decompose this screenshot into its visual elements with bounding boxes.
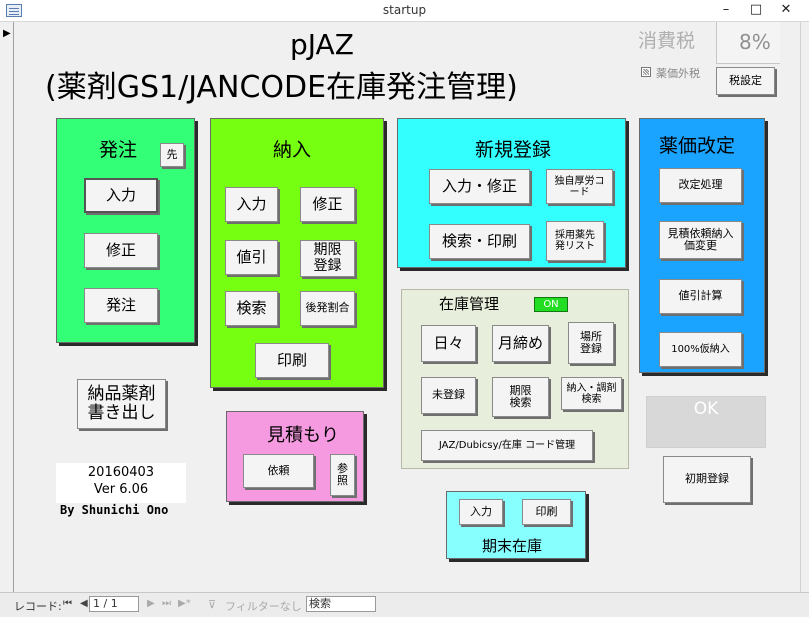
close-button[interactable]: ✕ (780, 2, 792, 17)
title-bar: startup – □ ✕ (0, 0, 809, 22)
tax-exclusive-label: 薬価外税 (656, 67, 700, 80)
estimate-request-button[interactable]: 依頼 (243, 454, 314, 488)
export-delivered-drugs-button[interactable]: 納品薬剤書き出し (77, 379, 166, 429)
maximize-button[interactable]: □ (749, 2, 763, 17)
app-form-icon[interactable] (6, 4, 22, 17)
estimate-request-price-change-button[interactable]: 見積依頼納入価変更 (659, 221, 742, 259)
order-submit-button[interactable]: 発注 (84, 288, 158, 323)
new-record-icon[interactable]: ▶* (178, 598, 191, 609)
order-panel-title: 発注 (99, 139, 138, 161)
search-input[interactable]: 検索 (306, 596, 376, 612)
first-record-icon[interactable]: ⏮ (63, 598, 72, 609)
inventory-location-register-button[interactable]: 場所登録 (568, 322, 614, 364)
delivery-search-button[interactable]: 検索 (225, 291, 278, 326)
version-box: 20160403 Ver 6.06 (56, 463, 186, 503)
version-number: Ver 6.06 (93, 482, 149, 497)
discount-calc-button[interactable]: 値引計算 (659, 279, 742, 314)
inventory-panel-title: 在庫管理 (439, 295, 500, 313)
filter-status-label[interactable]: フィルターなし (225, 600, 302, 613)
price-revision-panel-title: 薬価改定 (659, 135, 736, 157)
record-selector-arrow-icon: ▶ (3, 28, 11, 39)
vertical-scrollbar[interactable] (800, 22, 809, 592)
period-end-print-button[interactable]: 印刷 (522, 499, 571, 525)
delivery-input-button[interactable]: 入力 (225, 187, 278, 222)
window-title: startup (382, 3, 427, 17)
registration-adopted-brand-list-button[interactable]: 採用薬先発リスト (546, 221, 604, 261)
order-edit-button[interactable]: 修正 (84, 233, 158, 268)
author-label: By Shunichi Ono (60, 503, 169, 517)
inventory-month-close-button[interactable]: 月締め (492, 325, 549, 362)
delivery-expiry-button[interactable]: 期限登録 (300, 240, 355, 277)
order-saki-button[interactable]: 先 (160, 143, 184, 167)
tax-rate-value: 8% (739, 30, 771, 54)
inventory-on-badge: ON (534, 297, 568, 312)
previous-record-icon[interactable]: ◀ (80, 598, 88, 609)
inventory-daily-button[interactable]: 日々 (421, 325, 476, 362)
provisional-delivery-button[interactable]: 100%仮納入 (659, 332, 742, 367)
estimate-panel-title: 見積もり (267, 425, 339, 446)
inventory-unregistered-button[interactable]: 未登録 (421, 377, 476, 414)
order-input-button[interactable]: 入力 (84, 178, 158, 213)
tax-rate-field[interactable]: 8% (716, 22, 780, 64)
inventory-expiry-search-button[interactable]: 期限検索 (492, 377, 549, 417)
version-date: 20160403 (87, 465, 155, 480)
tax-exclusive-checkbox[interactable] (641, 67, 651, 77)
delivery-discount-button[interactable]: 値引 (225, 240, 278, 275)
period-end-input-button[interactable]: 入力 (459, 499, 503, 525)
record-label: レコード: (14, 600, 62, 613)
estimate-reference-button[interactable]: 参照 (330, 454, 355, 496)
app-title: pJAZ (290, 28, 354, 61)
delivery-print-button[interactable]: 印刷 (255, 343, 329, 378)
initial-register-button[interactable]: 初期登録 (663, 456, 751, 503)
period-end-panel-title: 期末在庫 (482, 537, 543, 555)
tax-label: 消費税 (638, 30, 696, 52)
inventory-code-management-button[interactable]: JAZ/Dubicsy/在庫 コード管理 (421, 430, 593, 461)
record-number-input[interactable]: 1 / 1 (89, 596, 139, 612)
record-navigation-bar: レコード: ⏮ ◀ 1 / 1 ▶ ⏭ ▶* ⊽ フィルターなし 検索 (0, 592, 809, 617)
registration-panel-title: 新規登録 (475, 139, 552, 161)
delivery-panel-title: 納入 (273, 139, 312, 161)
inventory-delivery-dispense-search-button[interactable]: 納入・調剤検索 (561, 377, 622, 410)
next-record-icon[interactable]: ▶ (147, 598, 155, 609)
tax-settings-button[interactable]: 税設定 (716, 67, 775, 95)
registration-search-print-button[interactable]: 検索・印刷 (429, 224, 530, 259)
revision-process-button[interactable]: 改定処理 (659, 168, 742, 203)
minimize-button[interactable]: – (722, 2, 730, 17)
app-subtitle: (薬剤GS1/JANCODE在庫発注管理) (45, 70, 518, 105)
registration-input-edit-button[interactable]: 入力・修正 (429, 169, 530, 204)
filter-icon[interactable]: ⊽ (208, 598, 217, 611)
ok-button[interactable]: OK (646, 396, 766, 448)
delivery-edit-button[interactable]: 修正 (300, 187, 355, 222)
record-selector-bar[interactable]: ▶ (0, 22, 14, 592)
registration-custom-code-button[interactable]: 独自厚労コード (546, 169, 613, 204)
delivery-generic-ratio-button[interactable]: 後発割合 (300, 291, 355, 326)
last-record-icon[interactable]: ⏭ (162, 598, 171, 609)
